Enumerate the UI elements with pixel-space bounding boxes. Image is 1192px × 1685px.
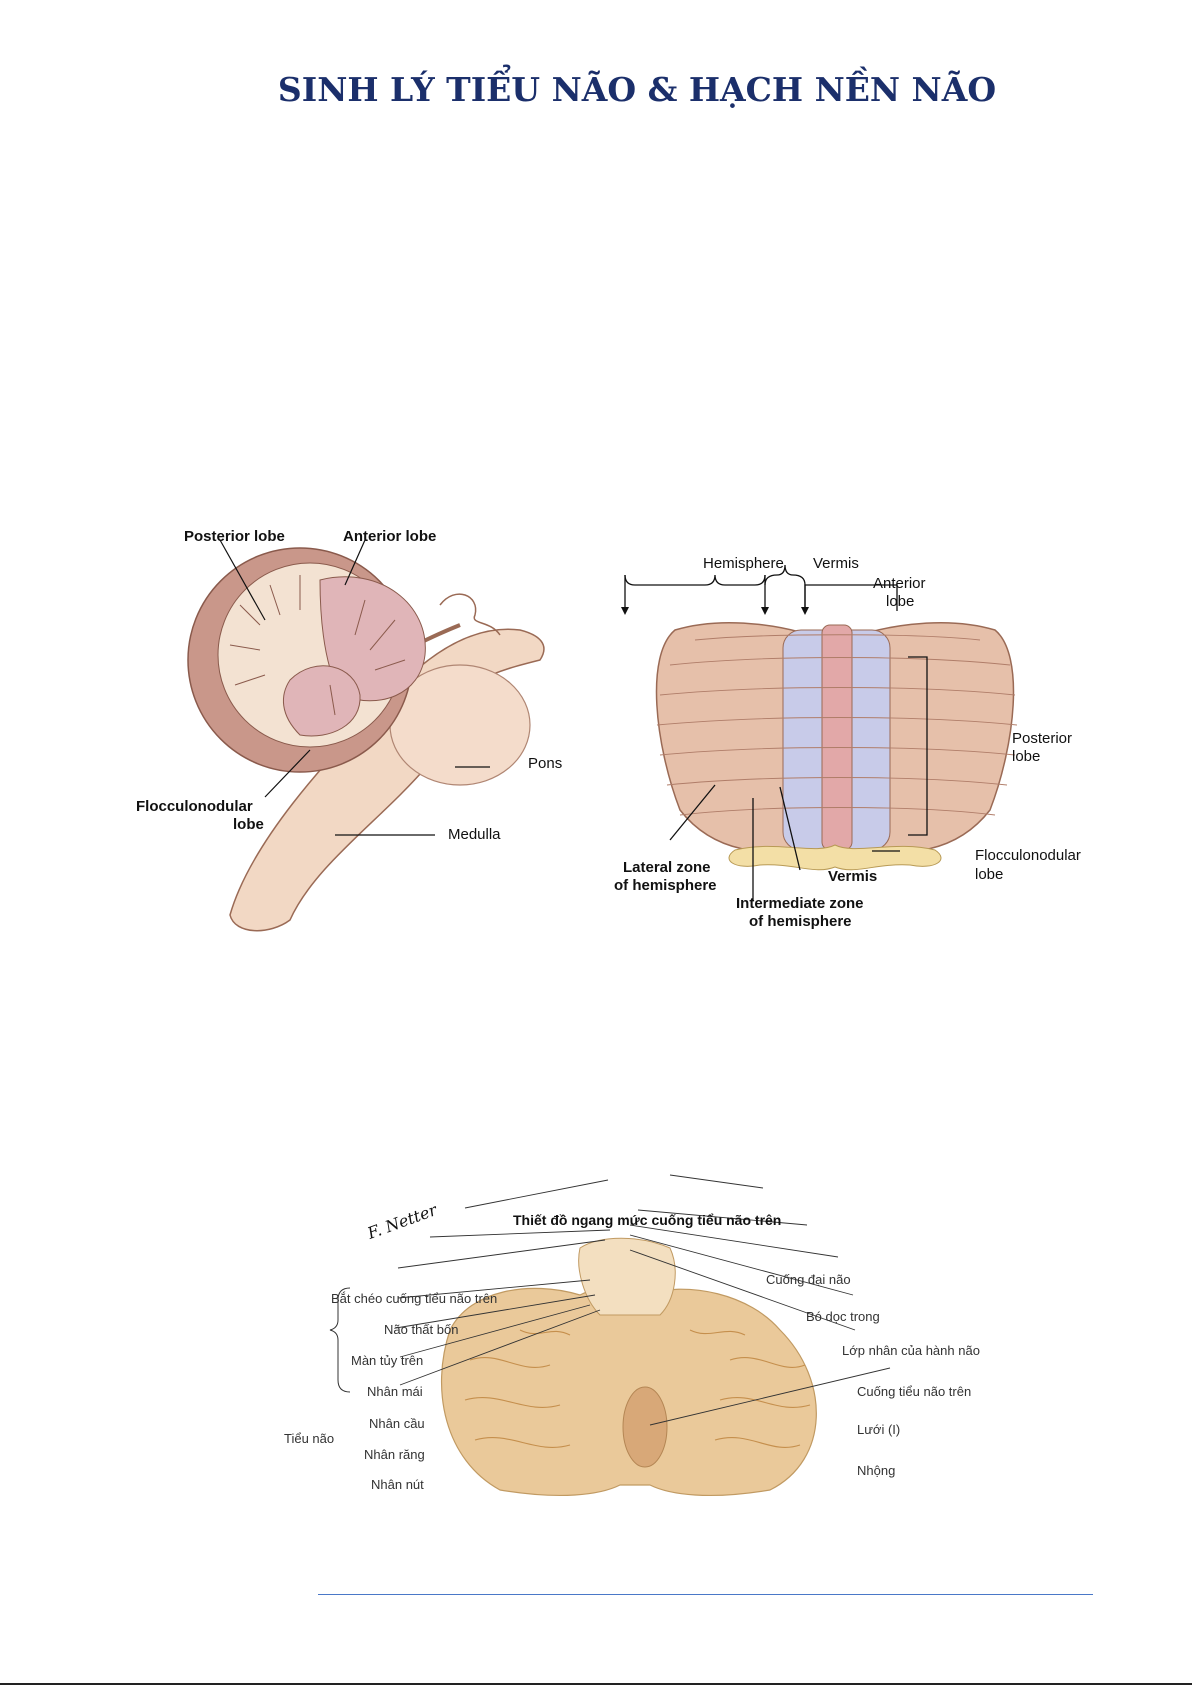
vermis-shape	[821, 624, 853, 851]
dorsal-illustration	[621, 564, 1018, 900]
page-bottom-edge	[0, 1683, 1192, 1685]
cerebellum-section-shape	[440, 1286, 817, 1497]
label-posterior-lobe-line1: Posterior	[1012, 730, 1073, 747]
label-nhong: Nhộng	[857, 1463, 896, 1478]
midbrain-shape	[578, 1237, 676, 1316]
label-bo-doc-trong: Bó dọc trong	[806, 1309, 880, 1324]
label-pons: Pons	[528, 755, 563, 772]
label-flocculonodular-line2: lobe	[233, 816, 264, 833]
label-vermis-bottom: Vermis	[828, 868, 878, 885]
label-man-tuy-tren: Màn tủy trên	[351, 1353, 424, 1368]
section-illustration	[329, 1174, 891, 1497]
label-vermis-top: Vermis	[813, 555, 859, 572]
label-tieu-nao-group: Tiểu não	[284, 1431, 335, 1446]
label-flocculonodular-line2: lobe	[975, 866, 1004, 883]
label-nao-that-bon: Não thất bốn	[384, 1322, 459, 1337]
label-nhan-mai: Nhân mái	[367, 1384, 423, 1399]
label-anterior-lobe: Anterior lobe	[343, 528, 437, 545]
label-flocculonodular-line1: Flocculonodular	[136, 798, 253, 815]
label-nhan-rang: Nhân răng	[364, 1447, 425, 1462]
label-luoi: Lưới (I)	[857, 1422, 901, 1437]
label-hemisphere: Hemisphere	[703, 555, 784, 572]
label-flocculonodular-line1: Flocculonodular	[975, 847, 1081, 864]
label-intermediate-zone-line2: of hemisphere	[749, 913, 852, 930]
label-posterior-lobe: Posterior lobe	[184, 528, 285, 545]
flocculonodular-shape	[728, 844, 942, 871]
figure-cerebellum-dorsal: Hemisphere Vermis Anterior lobe Posterio…	[614, 555, 1115, 935]
anterior-lobe-shape	[319, 576, 426, 702]
footer-divider	[318, 1594, 1093, 1595]
label-anterior-lobe-line1: Anterior	[873, 575, 926, 592]
page-title: SINH LÝ TIỂU NÃO & HẠCH NỀN NÃO	[277, 70, 997, 109]
label-posterior-lobe-line2: lobe	[1012, 748, 1041, 765]
label-medulla: Medulla	[448, 826, 501, 843]
label-intermediate-zone-line1: Intermediate zone	[736, 895, 864, 912]
figure-transverse-section	[270, 1174, 990, 1510]
flocculonodular-shape	[282, 665, 361, 737]
label-bat-cheo-cuong-tieu-nao-tren: Bắt chéo cuống tiểu não trên	[331, 1291, 498, 1306]
section-caption: Thiết đồ ngang mức cuống tiểu não trên	[513, 1212, 782, 1228]
label-cuong-dai-nao: Cuống đại não	[766, 1272, 851, 1287]
label-cuong-tieu-nao-tren: Cuống tiểu não trên	[857, 1384, 972, 1399]
label-nhan-cau: Nhân cầu	[369, 1416, 425, 1431]
label-nhan-nut: Nhân nút	[371, 1477, 424, 1492]
figure-cerebellum-sagittal: Posterior lobe Anterior lobe Pons Medull…	[136, 528, 580, 945]
vermis-section-shape	[622, 1386, 668, 1468]
label-lateral-zone-line2: of hemisphere	[614, 877, 717, 894]
sagittal-illustration	[187, 539, 545, 932]
label-lateral-zone-line1: Lateral zone	[623, 859, 711, 876]
label-anterior-lobe-line2: lobe	[886, 593, 915, 610]
label-lop-nhan-cua-hanh-nao: Lớp nhân của hành não	[842, 1343, 980, 1358]
